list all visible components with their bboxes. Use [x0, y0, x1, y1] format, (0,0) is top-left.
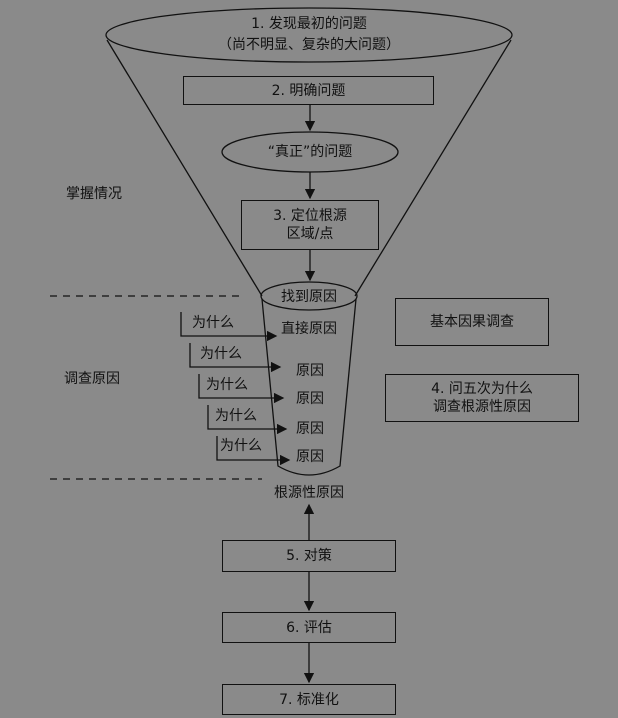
cause-label-3: 原因 [296, 421, 324, 437]
direct-cause-label: 直接原因 [281, 321, 337, 337]
step3-line1: 3. 定位根源 [273, 208, 347, 224]
why-label-4: 为什么 [215, 408, 257, 424]
step1-line1: 1. 发现最初的问题 [251, 16, 367, 32]
why-bracket-1 [180, 312, 278, 342]
label-investigate-cause: 调查原因 [64, 371, 120, 387]
step6-label: 6. 评估 [286, 619, 332, 636]
basic-investigation-label: 基本因果调查 [430, 314, 514, 330]
step1-line2: （尚不明显、复杂的大问题） [218, 37, 400, 53]
funnel-right-edge [354, 39, 512, 297]
root-cause-label: 根源性原因 [274, 485, 344, 501]
step4-box: 4. 问五次为什么 调查根源性原因 [385, 374, 579, 422]
step6-box: 6. 评估 [222, 612, 396, 643]
step3-line2: 区域/点 [286, 226, 334, 242]
step4-line2: 调查根源性原因 [433, 399, 531, 415]
tube-top-ellipse [260, 281, 358, 311]
tube-body [261, 298, 357, 476]
why-label-3: 为什么 [206, 377, 248, 393]
why-bracket-5 [216, 436, 291, 466]
cause-label-2: 原因 [296, 391, 324, 407]
step3-box: 3. 定位根源 区域/点 [241, 200, 379, 250]
step7-box: 7. 标准化 [222, 684, 396, 715]
basic-investigation-box: 基本因果调查 [395, 298, 549, 346]
cause-label-1: 原因 [296, 363, 324, 379]
funnel-left-edge [106, 39, 263, 297]
label-grasp-situation: 掌握情况 [66, 186, 122, 202]
real-problem-label: “真正”的问题 [267, 144, 353, 160]
step4-line1: 4. 问五次为什么 [431, 381, 533, 397]
cause-label-4: 原因 [296, 449, 324, 465]
step5-box: 5. 对策 [222, 540, 396, 572]
step7-label: 7. 标准化 [279, 691, 339, 708]
why-bracket-2 [189, 343, 282, 373]
step5-label: 5. 对策 [286, 548, 332, 564]
why-label-1: 为什么 [192, 315, 234, 331]
funnel-top-ellipse [105, 7, 513, 63]
why-label-5: 为什么 [220, 438, 262, 454]
why-bracket-4 [207, 405, 288, 435]
step2-box: 2. 明确问题 [183, 76, 434, 105]
why-bracket-3 [198, 374, 285, 404]
step2-label: 2. 明确问题 [271, 82, 346, 99]
why-label-2: 为什么 [200, 346, 242, 362]
find-cause-label: 找到原因 [281, 289, 337, 305]
